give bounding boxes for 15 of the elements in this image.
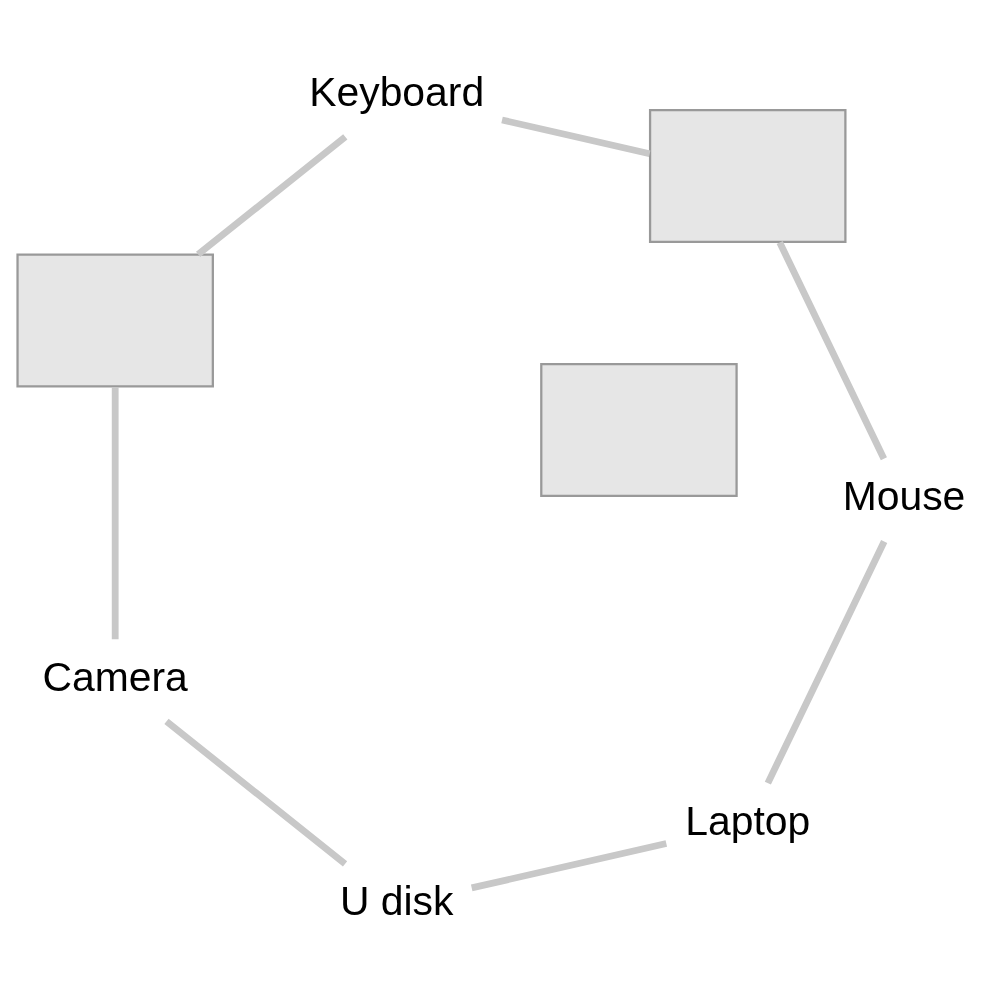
node-text: Laptop [685, 797, 811, 844]
node-text: Keyboard [309, 68, 485, 115]
node-box [540, 363, 738, 498]
node-text: Camera [42, 653, 188, 700]
node-text: Mouse [842, 473, 966, 520]
node-box [16, 253, 214, 388]
connector [196, 134, 348, 257]
connector [764, 540, 888, 785]
node-text: U disk [339, 878, 454, 925]
connector [164, 718, 348, 867]
connector [470, 840, 668, 892]
node-box [648, 109, 847, 244]
connector [776, 241, 887, 461]
connector [111, 386, 119, 640]
connector [501, 116, 651, 158]
